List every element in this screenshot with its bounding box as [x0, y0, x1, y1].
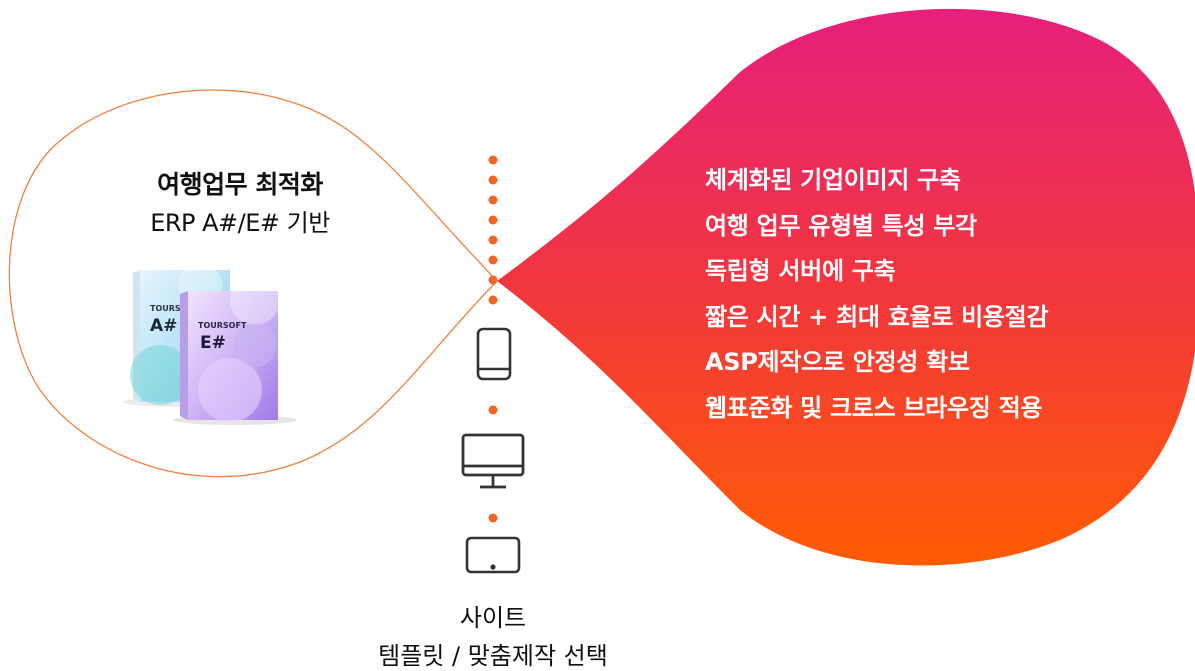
desktop-monitor-icon: [461, 433, 525, 489]
box-a-name: A#: [150, 316, 177, 336]
feature-item: 짧은 시간 + 최대 효율로 비용절감: [705, 302, 1049, 331]
smartphone-icon: [476, 327, 512, 381]
dotted-connector: [488, 155, 498, 523]
feature-item: 체계화된 기업이미지 구축: [705, 166, 961, 194]
product-box-e: TOURSOFT E#: [173, 275, 297, 425]
caption-line-1: 사이트: [459, 604, 527, 632]
feature-list: 체계화된 기업이미지 구축 여행 업무 유형별 특성 부각 독립형 서버에 구축…: [705, 158, 1049, 432]
left-bubble-title: 여행업무 최적화: [157, 170, 323, 199]
feature-item: 독립형 서버에 구축: [705, 257, 896, 286]
feature-item: 여행 업무 유형별 특성 부각: [705, 211, 977, 240]
gradient-teardrop: [497, 8, 1195, 566]
feature-item: 웹표준화 및 크로스 브라우징 적용: [705, 393, 1043, 422]
caption-line-2: 템플릿 / 맞춤제작 선택: [378, 642, 608, 670]
box-e-brand: TOURSOFT: [198, 321, 247, 330]
left-bubble-subtitle: ERP A#/E# 기반: [150, 209, 330, 237]
feature-item: ASP제작으로 안정성 확보: [705, 348, 970, 377]
box-e-name: E#: [200, 333, 226, 353]
outlined-teardrop: [8, 89, 498, 478]
box-a-brand: TOURSOFT: [150, 304, 199, 313]
tablet-icon: [465, 536, 521, 574]
